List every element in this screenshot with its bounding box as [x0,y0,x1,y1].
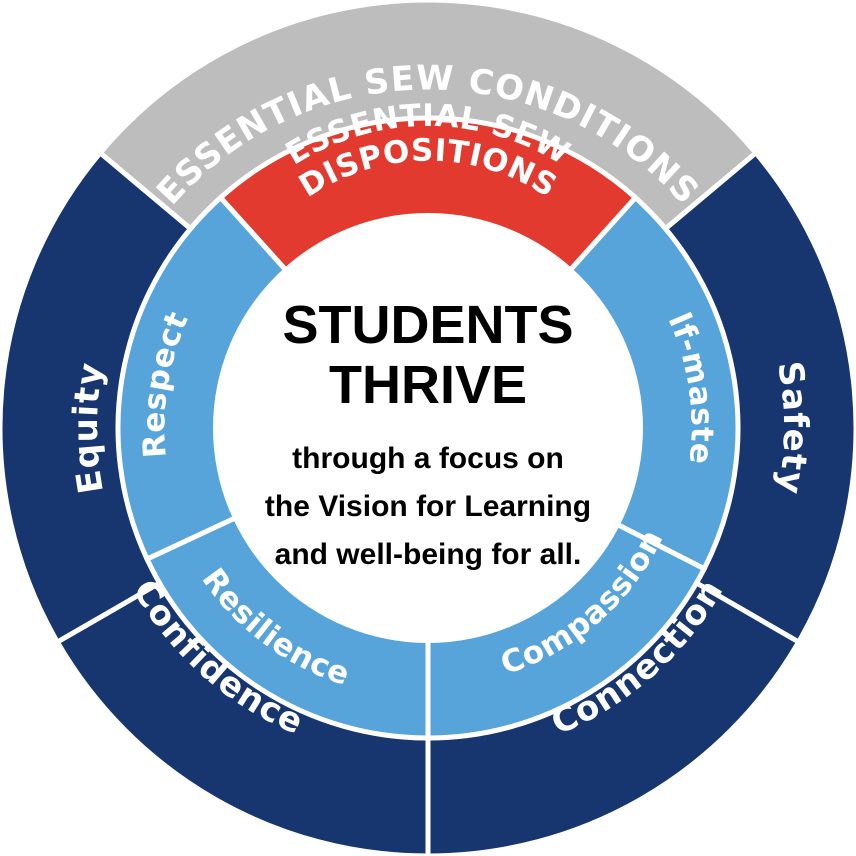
center-subtitle-line2: the Vision for Learning [265,490,591,523]
center-title-line2: THRIVE [329,355,527,415]
center-title-line1: STUDENTS [282,295,573,355]
equity-label: Equity [66,359,112,496]
center-disc [213,213,643,643]
center-subtitle-line3: and well-being for all. [275,538,582,571]
center-subtitle-line1: through a focus on [292,442,564,475]
